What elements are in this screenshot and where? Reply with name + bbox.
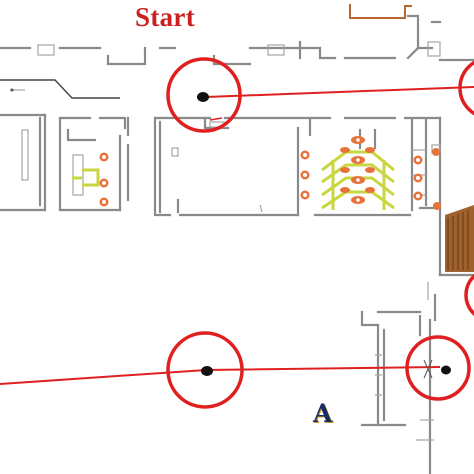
urinal-partitions xyxy=(321,150,395,210)
position-markers xyxy=(197,92,451,376)
waypoints xyxy=(166,57,474,409)
sink-highlights xyxy=(303,138,420,202)
waypoint-right-top xyxy=(458,60,474,116)
pipe-bracket xyxy=(349,4,412,19)
start-title: Start xyxy=(135,2,195,32)
marker-bottom-right xyxy=(441,365,451,375)
route-lines xyxy=(0,86,474,385)
top-walls xyxy=(0,4,474,66)
left-fixtures xyxy=(72,152,109,207)
label-a: A xyxy=(313,399,333,428)
waypoint-bottom-left xyxy=(166,331,244,409)
left-corridor xyxy=(0,79,120,99)
marker-start xyxy=(197,92,209,102)
waypoint-right-mid xyxy=(464,273,474,317)
start-tick xyxy=(209,117,223,121)
waypoint-start xyxy=(166,57,242,133)
center-room xyxy=(153,116,300,217)
left-rooms xyxy=(0,113,130,212)
wooden-stair xyxy=(438,205,474,277)
waypoint-bottom-right xyxy=(405,335,471,401)
marker-bottom-left xyxy=(201,366,213,376)
route-line-top xyxy=(205,86,474,98)
sink-fixtures xyxy=(300,136,441,210)
door-swing xyxy=(423,359,433,379)
route-line-bottom xyxy=(0,366,441,385)
